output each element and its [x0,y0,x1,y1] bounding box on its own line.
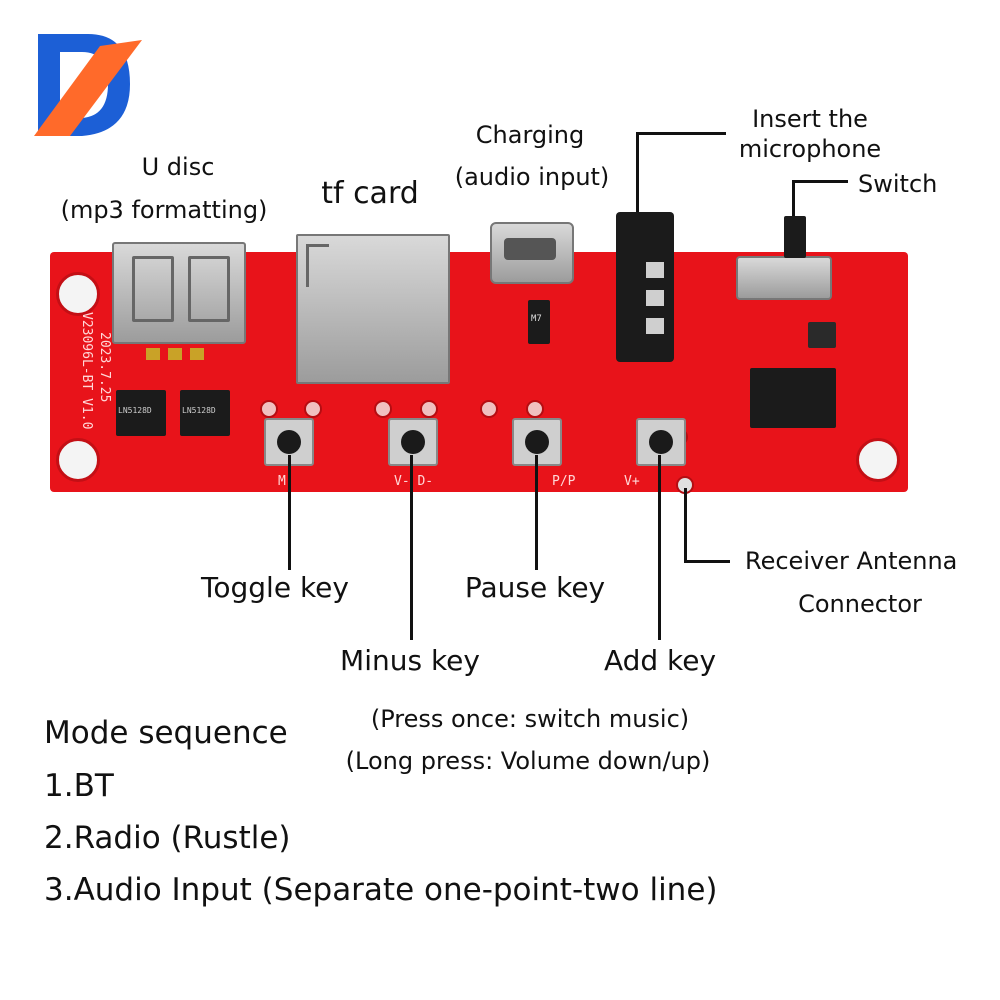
silk-m: M [278,474,286,489]
charging-label: Charging [475,121,585,149]
mount-hole-top-left [56,272,100,316]
add-key-label: Add key [603,644,717,677]
switch-label: Switch [858,170,938,198]
add-leader [658,455,661,640]
micro-usb-port [490,222,574,284]
minus-button-component [388,418,438,466]
mount-hole-bottom-right [856,438,900,482]
switch-leader-horizontal [792,180,848,183]
brand-logo [34,34,142,136]
minus-leader [410,455,413,640]
silk-v-plus: V+ [624,474,640,489]
note-press-once: (Press once: switch music) [370,705,690,733]
mode-sequence-heading: Mode sequence [44,715,288,751]
mount-hole-bottom-left [56,438,100,482]
mode-item-audio-input: 3.Audio Input (Separate one-point-two li… [44,872,718,908]
antenna-label-1: Receiver Antenna [745,547,958,575]
add-button-component [636,418,686,466]
antenna-label-2: Connector [798,590,922,618]
pause-button-component [512,418,562,466]
silk-v-minus: V- D- [394,474,434,489]
u-disc-label: U disc [141,153,215,181]
amplifier-chip-1: LN5128D [116,390,166,436]
tf-card-label: tf card [321,176,419,211]
toggle-leader [288,455,291,570]
tf-card-slot [296,234,450,384]
silk-pp: P/P [552,474,576,489]
u-disc-sub-label: (mp3 formatting) [60,196,268,224]
toggle-key-label: Toggle key [201,571,349,604]
pause-leader [535,455,538,570]
silk-version: V23096L-BT V1.0 [79,312,94,430]
diode: M7 [528,300,550,344]
microphone-label-2: microphone [738,135,882,163]
antenna-leader-horizontal [684,560,730,563]
pause-key-label: Pause key [464,571,606,604]
mic-leader-horizontal [636,132,726,135]
mic-leader-vertical [636,132,639,232]
microphone-label-1: Insert the [752,105,868,133]
switch-lever [784,216,806,258]
silk-date: 2023.7.25 [97,332,112,403]
pcb-board: M7 LN5128D LN5128D V23096L-BT V1.0 2023.… [50,212,908,494]
receiver-chip [750,368,836,428]
minus-key-label: Minus key [340,644,480,677]
usb-port [112,242,246,344]
switch-leader-vertical [792,180,795,218]
note-long-press: (Long press: Volume down/up) [345,747,711,775]
audio-jack [616,212,674,362]
amplifier-chip-2: LN5128D [180,390,230,436]
antenna-leader-vertical [684,488,687,562]
slide-switch [736,256,832,300]
charging-sub-label: (audio input) [454,163,610,191]
mode-item-bt: 1.BT [44,768,114,804]
mode-item-radio: 2.Radio (Rustle) [44,820,291,856]
